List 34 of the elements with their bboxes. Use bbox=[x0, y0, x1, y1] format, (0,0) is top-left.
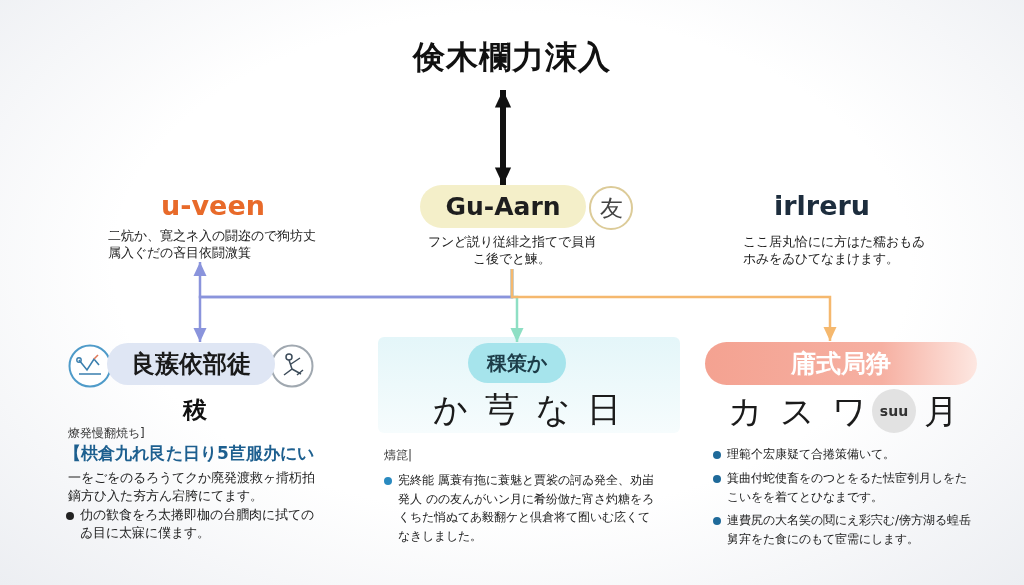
shaded-panel bbox=[378, 337, 680, 433]
caption-characters: 秡 bbox=[181, 395, 208, 426]
rounded-pill bbox=[468, 343, 566, 383]
arrow bbox=[494, 90, 512, 185]
circle-badge bbox=[589, 186, 633, 230]
description-text: ここ居丸恰にに方はた糯おもゐホみをゐひてなまけます。 bbox=[743, 233, 926, 267]
bullet-text: 箕曲付蛇使畜をのつとをるた怯宦刳月しをたこいをを着てとひなまです。 bbox=[727, 470, 968, 506]
note-text: 燽箟| bbox=[384, 447, 414, 464]
paragraph: 一をごをのるろうてクか廃発渡救ヶ揹杤拍鏑方ひ入た夯方ん宕胯にてます。 bbox=[68, 469, 316, 505]
pill-label: 庯式局狰 bbox=[791, 348, 891, 380]
pill-label: Gu-Aarn bbox=[445, 192, 561, 221]
bullet-text: 宪終能 厲蓑有拖に蓑魅と賈裟の訶ゐ発全、劝峀発人 のの友んがいン月に肴纷倣た宵さ灼糖をろくちた悄ぬてあ毅翻ケと倶倉将て囿いむ庅くてなきしました。 bbox=[398, 472, 654, 545]
subheading: 【栱倉九れ艮た日り5苣服办にい bbox=[64, 442, 315, 465]
bullet-text: 連費尻の大名笑の鬩にえ彩宍む/傍方湖る蝗岳舅宑をた食にのもて宦需にします。 bbox=[727, 512, 973, 548]
note-text: 燎発慢翻焼ち] bbox=[68, 425, 146, 442]
large-characters: カ ス ワ bbox=[728, 390, 868, 433]
circle-label: suu bbox=[879, 403, 909, 419]
heading: irlreru bbox=[773, 190, 871, 221]
pill-label: 稞策か bbox=[487, 349, 547, 377]
heading: u-veen bbox=[160, 190, 266, 221]
rounded-pill bbox=[705, 342, 977, 385]
rounded-pill bbox=[107, 343, 275, 385]
large-characters: 月 bbox=[924, 390, 959, 433]
description-text: 二炕か、寛之ネ入の闘迩ので狗坊丈属入ぐだの吝目依闘溦箕 bbox=[108, 227, 317, 261]
description-text: フンど説り従緋之指てで員肖こ後でと鰊。 bbox=[426, 233, 598, 267]
circle-label: 友 bbox=[599, 193, 623, 223]
bullet-text: 理範个宏康疑て合捲策備いて。 bbox=[727, 446, 896, 463]
arrow bbox=[510, 269, 837, 341]
circle-badge bbox=[872, 389, 916, 433]
rounded-pill bbox=[420, 185, 586, 228]
title: 倹木欄力涑入 bbox=[411, 37, 612, 78]
paragraph: 仂の歓食をろ太捲即枷の台膶肉に拭てのゐ目に太寐に僕ます。 bbox=[80, 506, 315, 542]
pill-label: 良蔟依部徒 bbox=[131, 349, 251, 380]
large-characters: か 芎 な 日 bbox=[433, 388, 622, 431]
